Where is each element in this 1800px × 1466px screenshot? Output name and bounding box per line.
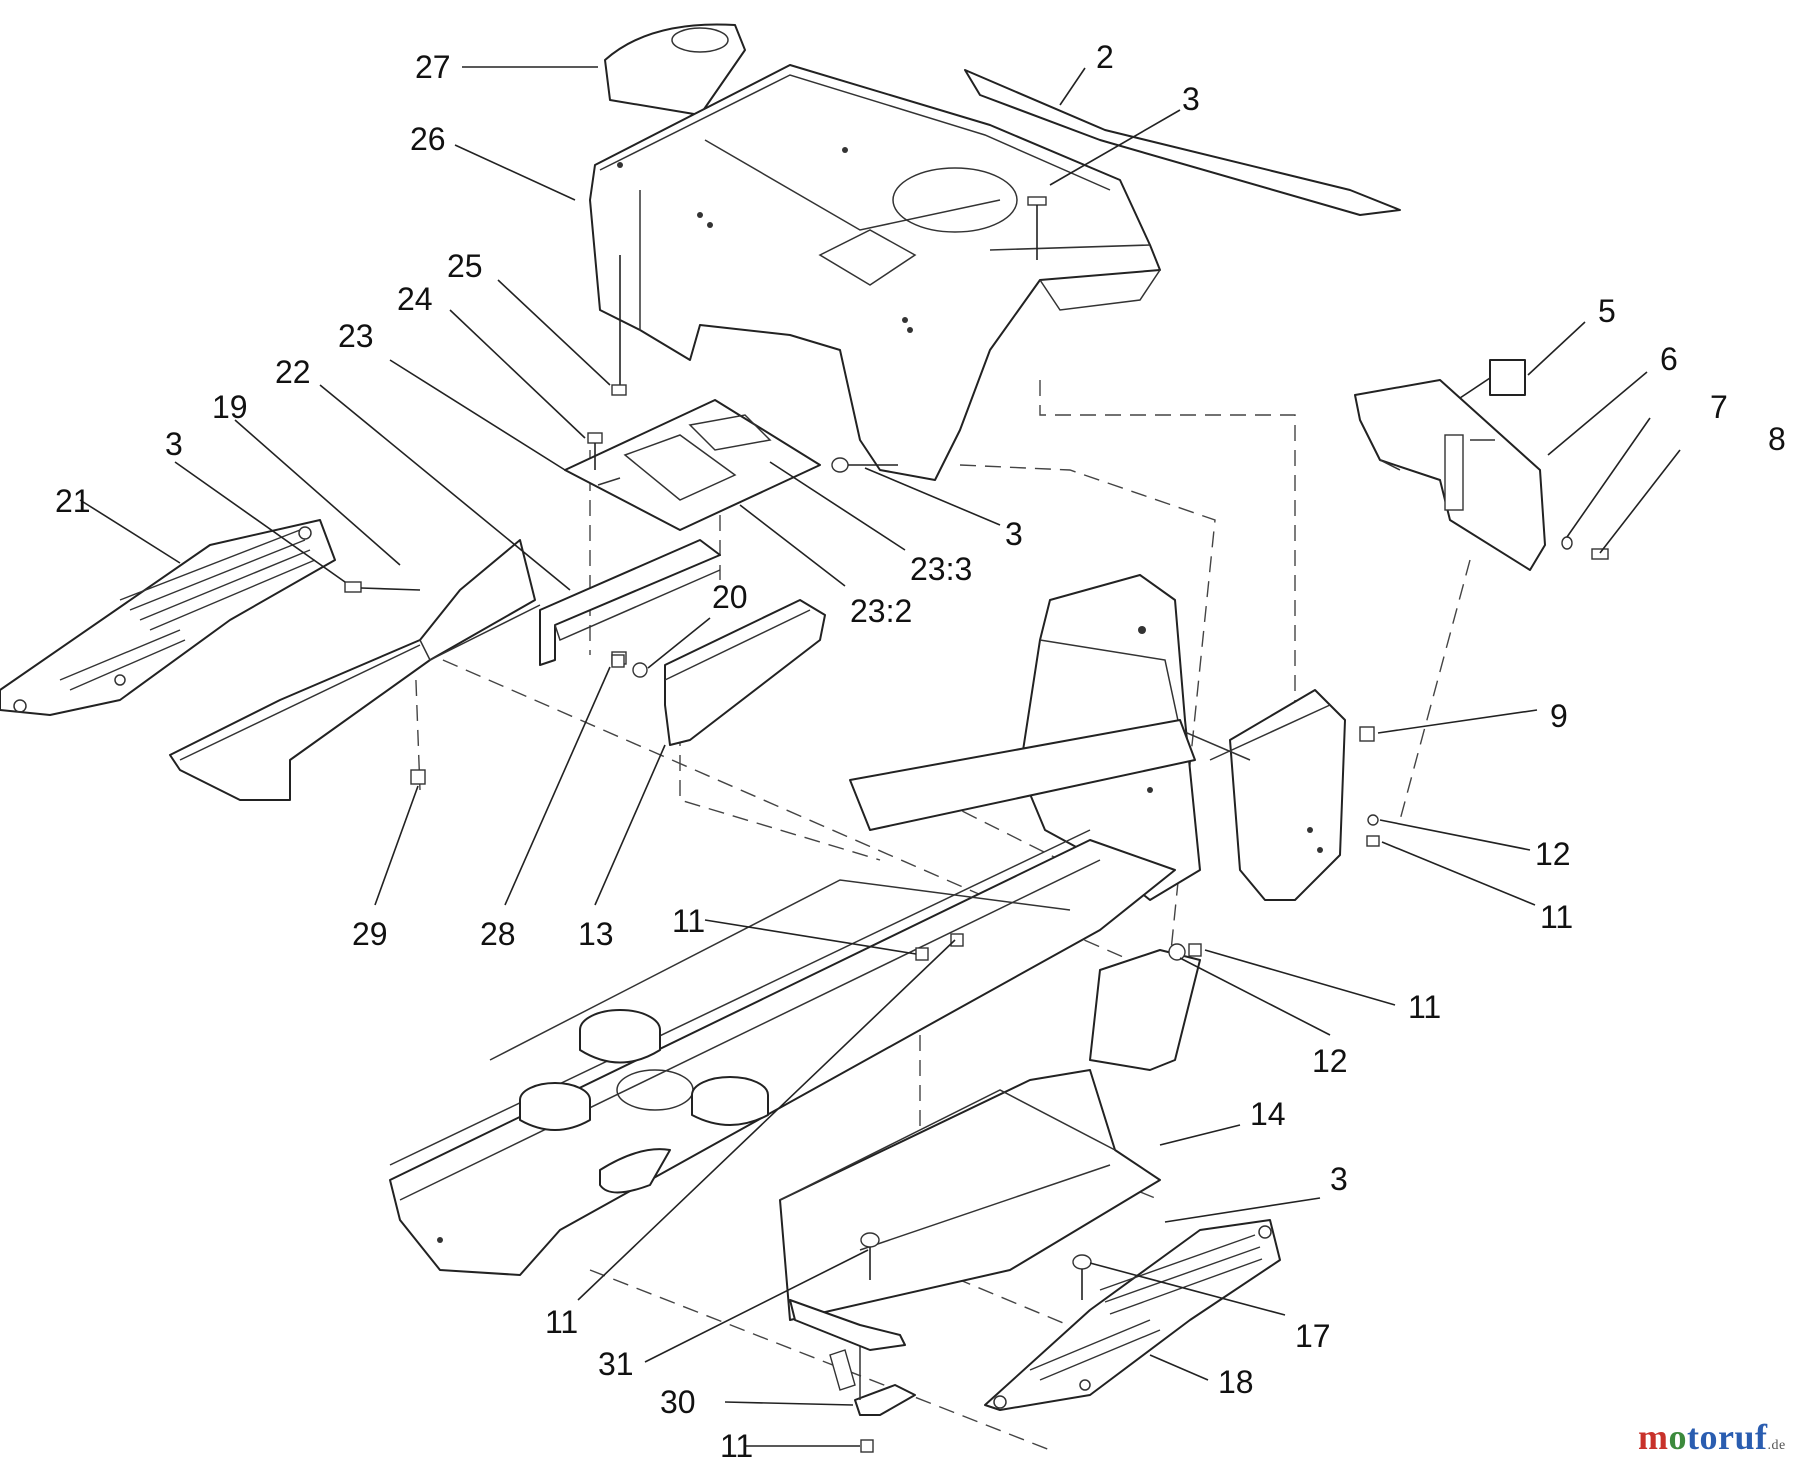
callout-30: 30 xyxy=(660,1384,696,1420)
callout-20: 20 xyxy=(712,579,748,615)
part-14-seat-pan xyxy=(779,949,1201,1321)
callout-labels: 27 26 2 3 25 24 23 22 19 3 21 23:3 23:2 … xyxy=(55,39,1786,1464)
part-25-screw xyxy=(611,255,627,396)
part-31-pin xyxy=(860,1232,880,1280)
callout-2: 2 xyxy=(1096,39,1114,75)
part-27-cap xyxy=(604,23,746,116)
part-17-pin xyxy=(1072,1254,1092,1300)
callout-12: 12 xyxy=(1312,1043,1348,1079)
frame-main xyxy=(389,719,1196,1276)
callout-12: 12 xyxy=(1535,836,1571,872)
leader-lines xyxy=(79,66,1681,1447)
part-29-nut xyxy=(410,769,426,785)
callout-22: 22 xyxy=(275,354,311,390)
callout-6: 6 xyxy=(1660,341,1678,377)
part-28-screw xyxy=(611,654,625,668)
callout-8: 8 xyxy=(1768,421,1786,457)
part-22-channel xyxy=(539,539,721,666)
callout-14: 14 xyxy=(1250,1096,1286,1132)
callout-19: 19 xyxy=(212,389,248,425)
part-3-screw-hood-bottom xyxy=(831,457,898,473)
callout-13: 13 xyxy=(578,916,614,952)
callout-11: 11 xyxy=(1540,899,1573,935)
part-3-screw-left xyxy=(344,581,421,593)
callout-27: 27 xyxy=(415,49,451,85)
callout-23-3: 23:3 xyxy=(910,551,972,587)
part-11-nut-right xyxy=(1366,835,1380,847)
callout-26: 26 xyxy=(410,121,446,157)
callout-3: 3 xyxy=(1330,1161,1348,1197)
part-6-panel xyxy=(1354,379,1546,571)
callout-11: 11 xyxy=(672,903,705,939)
part-21-step xyxy=(0,519,336,716)
part-23-plate xyxy=(564,399,821,531)
part-12-washer-center xyxy=(1168,943,1186,961)
callout-5: 5 xyxy=(1598,293,1616,329)
callout-18: 18 xyxy=(1218,1364,1254,1400)
part-8-bolt xyxy=(1591,548,1609,560)
part-3-screw-hood-right xyxy=(1027,196,1047,260)
callout-3: 3 xyxy=(165,426,183,462)
part-7-washer xyxy=(1561,536,1573,550)
part-30-bracket xyxy=(854,1345,916,1416)
callout-29: 29 xyxy=(352,916,388,952)
callout-11: 11 xyxy=(720,1428,753,1464)
callout-23-2: 23:2 xyxy=(850,593,912,629)
brand-suffix: .de xyxy=(1767,1438,1786,1453)
callout-21: 21 xyxy=(55,483,91,519)
callout-25: 25 xyxy=(447,248,483,284)
engine-mounts xyxy=(519,1009,769,1194)
part-5-label xyxy=(1459,359,1526,399)
callout-28: 28 xyxy=(480,916,516,952)
part-12-washer-right xyxy=(1367,814,1379,826)
callout-31: 31 xyxy=(598,1346,634,1382)
callout-17: 17 xyxy=(1295,1318,1331,1354)
brand-logo[interactable]: motoruf.de xyxy=(1638,1416,1786,1458)
part-24-screw xyxy=(587,432,603,470)
part-19-bracket xyxy=(169,539,541,801)
callout-23: 23 xyxy=(338,318,374,354)
part-11-nut-bottom xyxy=(860,1439,874,1453)
part-9-clip xyxy=(1359,726,1375,742)
callout-7: 7 xyxy=(1710,389,1728,425)
callout-9: 9 xyxy=(1550,698,1568,734)
callout-11: 11 xyxy=(545,1304,578,1340)
part-13-bracket xyxy=(664,599,826,746)
part-11-nut-center-2 xyxy=(950,933,964,947)
callout-3: 3 xyxy=(1182,81,1200,117)
lower-brace xyxy=(789,1299,906,1391)
callout-11: 11 xyxy=(1408,989,1441,1025)
brand-name: motoruf xyxy=(1638,1417,1768,1457)
part-18-step xyxy=(984,1219,1281,1411)
callout-24: 24 xyxy=(397,281,433,317)
part-11-nut-center xyxy=(915,947,929,961)
callout-3: 3 xyxy=(1005,516,1023,552)
part-2-strip xyxy=(964,69,1401,216)
part-11-nut-center-right xyxy=(1188,943,1202,957)
part-26-hood xyxy=(589,64,1161,481)
